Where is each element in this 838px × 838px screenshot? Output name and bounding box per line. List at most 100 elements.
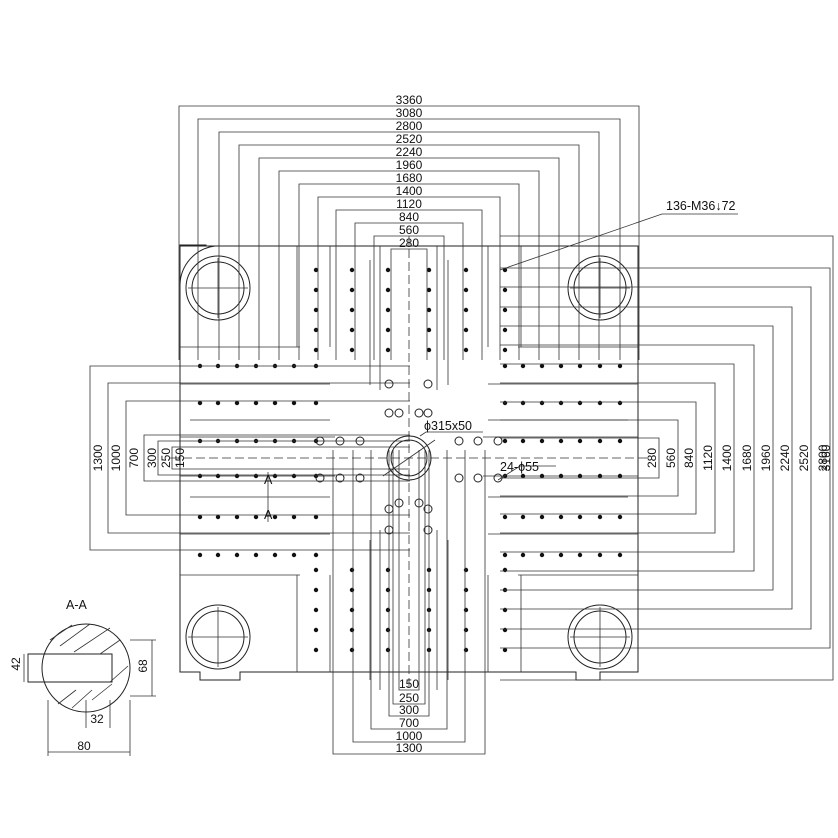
right-dim-label: 1400 — [720, 444, 734, 471]
tapped-hole — [349, 647, 355, 653]
tapped-hole — [313, 607, 319, 613]
tapped-hole — [502, 567, 508, 573]
tapped-hole — [558, 363, 564, 369]
tapped-hole — [502, 327, 508, 333]
tapped-hole — [385, 567, 391, 573]
bottom-dim-label: 700 — [399, 716, 419, 730]
tapped-hole — [234, 514, 240, 520]
dim-line-top — [335, 209, 483, 360]
dim-line-top — [354, 222, 464, 360]
left-dim-label: 300 — [145, 448, 159, 468]
tapped-hole — [577, 514, 583, 520]
center-bore-inner — [390, 439, 428, 477]
top-dim-label: 1680 — [396, 171, 423, 185]
through-hole — [394, 408, 404, 418]
tapped-hole — [463, 347, 469, 353]
right-dim-label: 840 — [682, 448, 696, 468]
tapped-hole — [539, 400, 545, 406]
tapped-hole — [558, 473, 564, 479]
section-profile — [41, 623, 131, 713]
section-dim-80 — [47, 700, 131, 756]
tapped-hole — [463, 607, 469, 613]
section-mark-upper: A — [264, 473, 273, 487]
tapped-hole — [558, 400, 564, 406]
tapped-hole — [520, 514, 526, 520]
tapped-hole — [313, 514, 319, 520]
tapped-hole — [577, 363, 583, 369]
center-bore — [386, 435, 432, 481]
tapped-hole — [426, 347, 432, 353]
tapped-hole — [577, 552, 583, 558]
tapped-hole — [272, 473, 278, 479]
tie-bar-holes — [185, 255, 633, 670]
top-dim-label: 2240 — [396, 145, 423, 159]
tapped-hole — [502, 307, 508, 313]
section-bolt — [27, 653, 113, 683]
tie-bar-boss — [185, 604, 251, 670]
tapped-hole — [253, 552, 259, 558]
dim-line-right — [500, 382, 716, 534]
right-dim-label: 3160 — [819, 444, 833, 471]
dim-line-top — [178, 105, 640, 360]
through-hole — [335, 473, 345, 483]
tapped-hole — [313, 347, 319, 353]
tapped-hole — [385, 607, 391, 613]
tapped-hole — [463, 627, 469, 633]
tapped-hole — [539, 363, 545, 369]
tapped-hole — [502, 627, 508, 633]
through-hole — [423, 525, 433, 535]
dim-line-bottom — [398, 450, 420, 691]
dim-line-top — [197, 118, 621, 360]
through-hole — [454, 436, 464, 446]
tapped-hole — [463, 287, 469, 293]
tapped-hole — [385, 347, 391, 353]
through-hole — [423, 408, 433, 418]
dim-line-left — [143, 434, 410, 482]
dim-line-left — [107, 382, 410, 534]
tapped-hole — [617, 438, 623, 444]
tapped-hole — [313, 307, 319, 313]
through-hole — [473, 473, 483, 483]
left-dim-label: 250 — [159, 448, 173, 468]
dim-line-right — [500, 344, 755, 572]
tapped-hole — [502, 438, 508, 444]
section-length-dim: 80 — [77, 739, 91, 753]
through-holes-label: 24-ϕ55 — [500, 460, 539, 474]
section-view — [23, 623, 156, 756]
tapped-hole — [234, 552, 240, 558]
dim-line-top — [390, 248, 428, 360]
center-bore-mark — [382, 439, 436, 477]
tapped-hole — [313, 647, 319, 653]
tapped-hole — [426, 307, 432, 313]
tie-bar-boss — [567, 255, 633, 321]
tapped-hole — [502, 647, 508, 653]
through-hole — [423, 504, 433, 514]
tapped-hole — [502, 552, 508, 558]
tapped-hole — [385, 647, 391, 653]
tapped-hole — [463, 587, 469, 593]
platen-border — [179, 244, 639, 681]
dim-line-top — [218, 131, 600, 360]
tapped-hole — [617, 552, 623, 558]
tapped-hole — [558, 438, 564, 444]
dim-line-right — [500, 419, 679, 497]
tapped-hole — [577, 400, 583, 406]
tapped-hole — [617, 514, 623, 520]
tapped-hole — [597, 473, 603, 479]
top-dim-label: 280 — [399, 236, 419, 250]
tapped-hole — [349, 347, 355, 353]
top-dim-label: 3080 — [396, 106, 423, 120]
tapped-hole — [313, 627, 319, 633]
tapped-hole — [272, 400, 278, 406]
tapped-hole — [502, 347, 508, 353]
through-hole — [355, 473, 365, 483]
top-dim-label: 1120 — [396, 197, 422, 211]
top-dim-label: 2800 — [396, 119, 423, 133]
dim-line-bottom — [388, 450, 430, 717]
tapped-hole — [215, 552, 221, 558]
tapped-hole — [385, 627, 391, 633]
tapped-hole — [597, 363, 603, 369]
tapped-hole — [426, 267, 432, 273]
dim-line-right — [500, 401, 697, 515]
dim-line-bottom — [352, 450, 466, 743]
